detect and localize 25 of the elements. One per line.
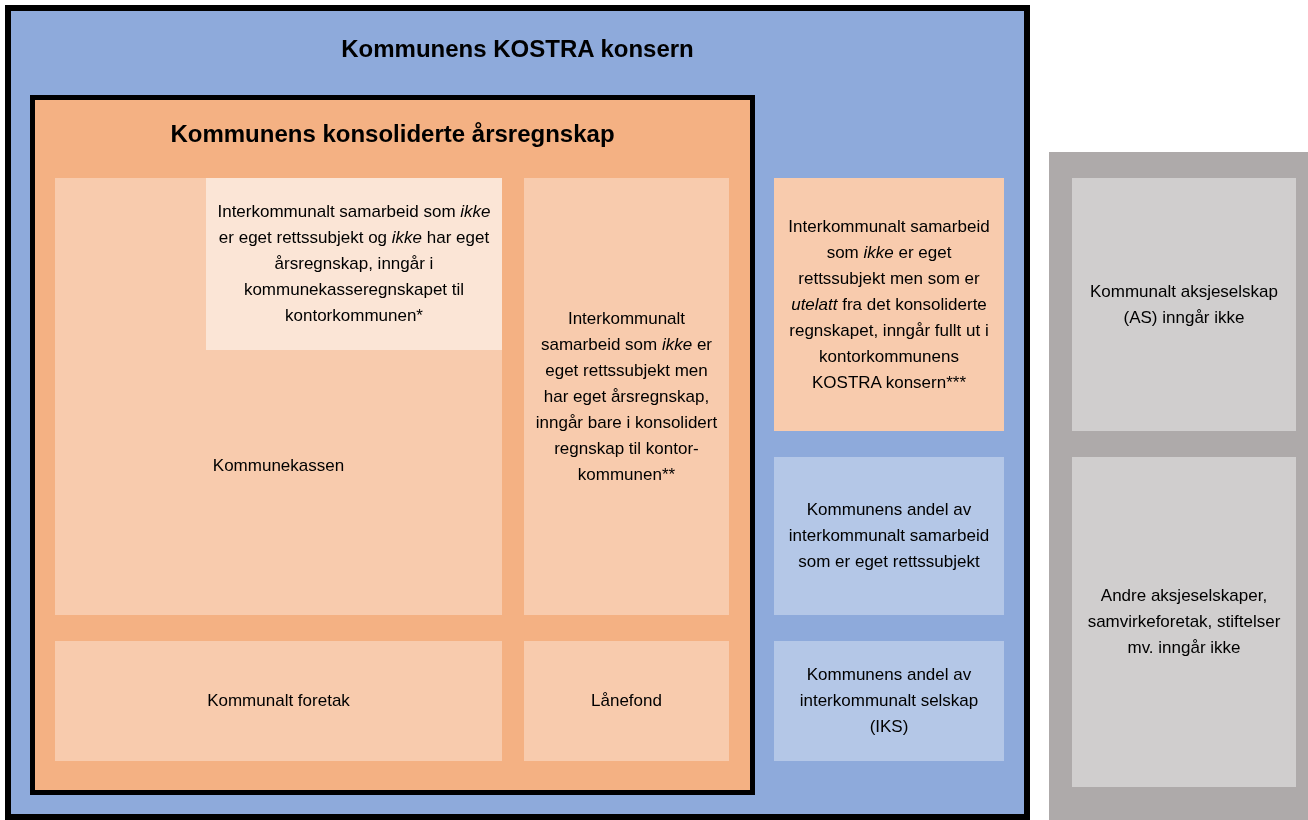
box-text: Andre aksjeselskaper, samvirkeforetak, stiftelser mv. inngår ikke xyxy=(1086,585,1282,659)
box-text: Kommunens andel av interkommunalt selskap (IKS) xyxy=(798,664,980,738)
entity-box xyxy=(1072,178,1296,431)
box-text: Interkommunalt samarbeid som ikke er eget rettssubjekt og ikke har eget årsregnskap, inngår i kommunekasseregnskapet til kontorkommunen* xyxy=(216,201,492,327)
box-text: Kommunalt aksjeselskap (AS) inngår ikke xyxy=(1089,280,1279,329)
group-panel xyxy=(30,95,755,795)
box-text: Kommunens andel av interkommunalt samarbeid som er eget rettssubjekt xyxy=(787,499,991,573)
box-text: Lånefond xyxy=(590,690,663,712)
box-text: Kommunalt foretak xyxy=(206,690,351,712)
entity-box xyxy=(774,641,1004,761)
group-title: Kommunens konsoliderte årsregnskap xyxy=(169,120,616,148)
box-text: Kommunekassen xyxy=(211,455,346,477)
entity-box xyxy=(55,641,502,761)
group-title: Kommunens KOSTRA konsern xyxy=(340,35,695,63)
entity-box xyxy=(55,178,502,615)
entity-box xyxy=(1072,457,1296,787)
entity-box xyxy=(524,178,729,615)
entity-box xyxy=(524,641,729,761)
group-panel xyxy=(5,5,1030,820)
group-panel xyxy=(1049,152,1308,820)
entity-box xyxy=(206,178,502,350)
entity-box xyxy=(774,178,1004,431)
box-text: Interkommunalt samarbeid som ikke er eget rettssubjekt men har eget årsregnskap, inngår bare i konsolidert regnskap til kontor-kommunen** xyxy=(534,307,719,486)
box-text: Interkommunalt samarbeid som ikke er eget rettssubjekt men som er utelatt fra det konsoliderte regnskapet, inngår fullt ut i kontorkommunens KOSTRA konsern*** xyxy=(787,215,991,394)
entity-box xyxy=(774,457,1004,615)
